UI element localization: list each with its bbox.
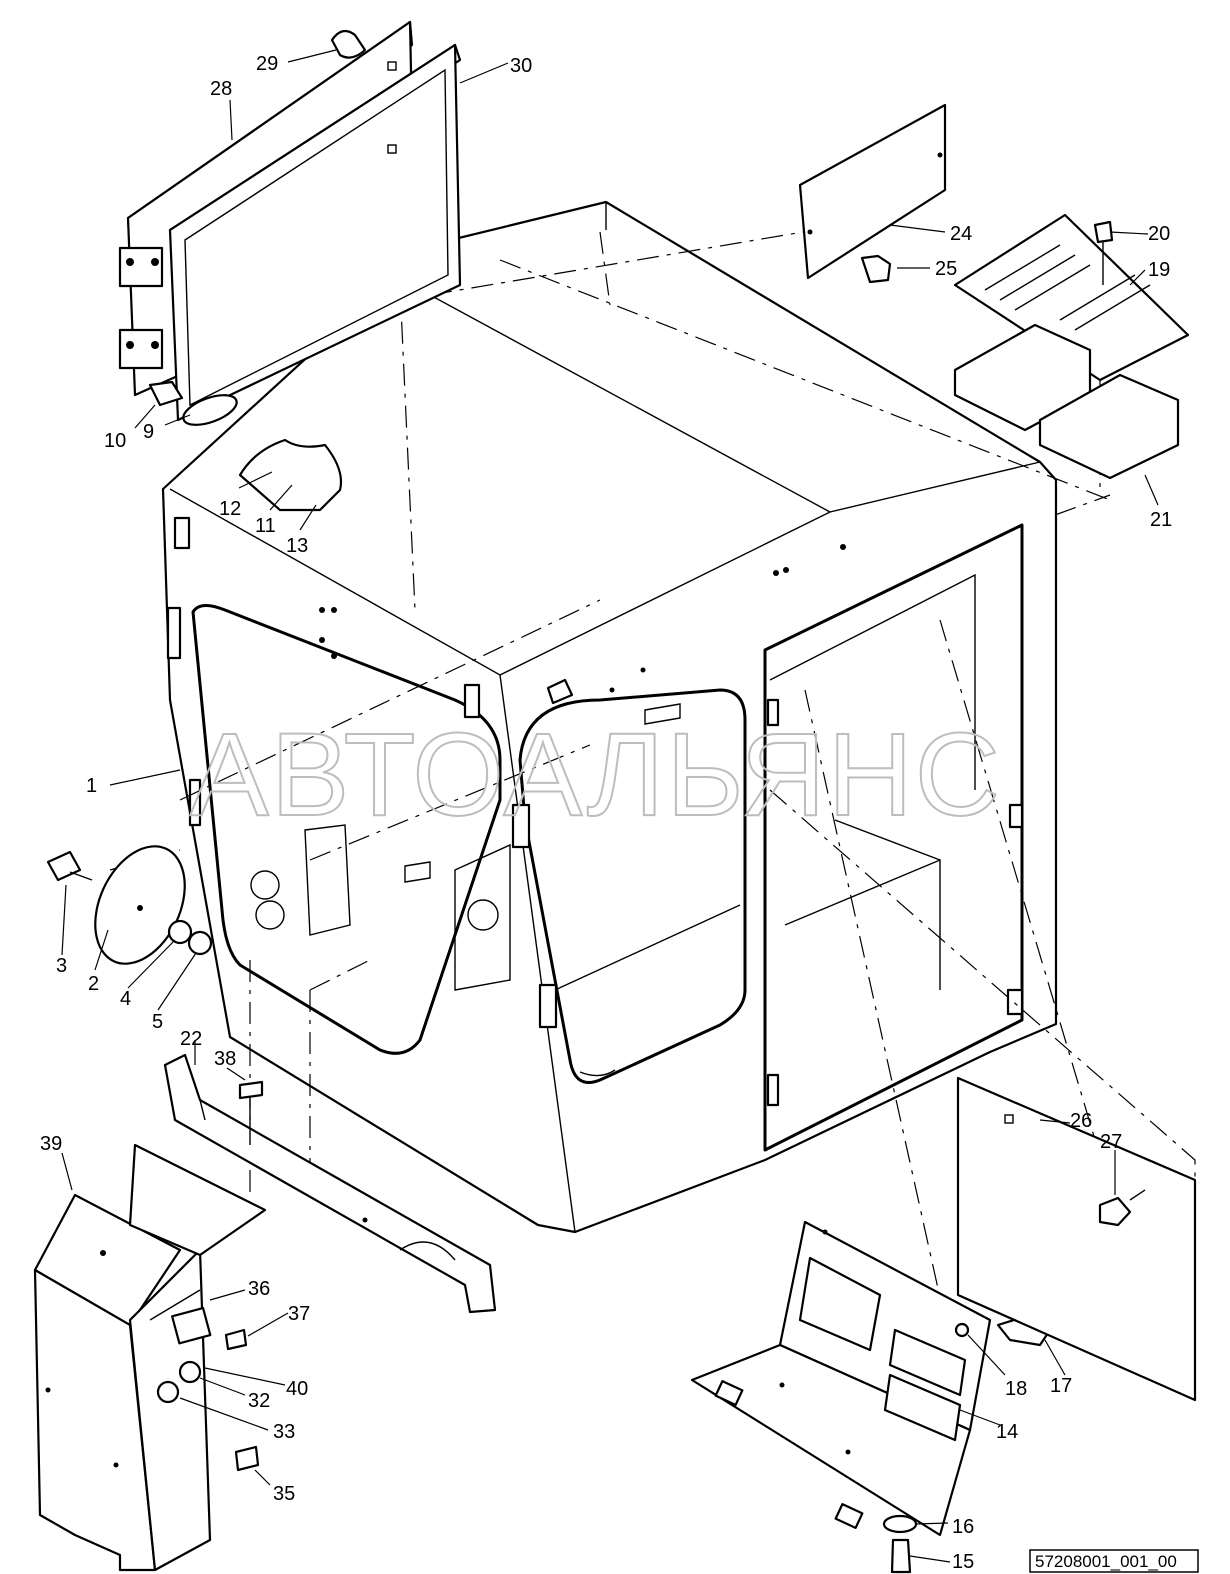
callout-2: 2 (88, 973, 99, 995)
bottom-rail (163, 1053, 497, 1314)
callout-33: 33 (273, 1421, 295, 1443)
callout-12: 12 (219, 498, 241, 520)
callout-1: 1 (86, 775, 97, 797)
callout-15: 15 (952, 1551, 974, 1573)
callout-16: 16 (952, 1516, 974, 1538)
callout-28: 28 (210, 78, 232, 100)
callout-21: 21 (1150, 509, 1172, 531)
callout-39: 39 (40, 1133, 62, 1155)
left-fasteners (46, 845, 213, 965)
callout-22: 22 (180, 1028, 202, 1050)
drawing-code: 57208001_001_00 (1029, 1549, 1199, 1573)
callout-14: 14 (996, 1421, 1018, 1443)
callout-labels: 29 30 28 10 9 12 11 13 24 25 20 19 21 1 … (40, 53, 1172, 1573)
callout-38: 38 (214, 1048, 236, 1070)
callout-18: 18 (1005, 1378, 1027, 1400)
callout-30: 30 (510, 55, 532, 77)
callout-9: 9 (143, 421, 154, 443)
callout-3: 3 (56, 955, 67, 977)
filter-group (953, 213, 1190, 480)
callout-32: 32 (248, 1390, 270, 1412)
callout-5: 5 (152, 1011, 163, 1033)
callout-24: 24 (950, 223, 972, 245)
left-console (33, 1143, 267, 1572)
callout-26: 26 (1070, 1110, 1092, 1132)
roof-cover-plate (798, 103, 947, 284)
callout-27: 27 (1100, 1131, 1122, 1153)
callout-25: 25 (935, 258, 957, 280)
callout-10: 10 (104, 430, 126, 452)
callout-20: 20 (1148, 223, 1170, 245)
callout-19: 19 (1148, 259, 1170, 281)
drawing-code-text: 57208001_001_00 (1035, 1552, 1177, 1571)
door-assembly (118, 20, 462, 426)
callout-11: 11 (255, 515, 276, 537)
callout-4: 4 (120, 988, 131, 1010)
right-console (690, 1220, 1052, 1574)
callout-35: 35 (273, 1483, 295, 1505)
callout-13: 13 (286, 535, 308, 557)
callout-29: 29 (256, 53, 278, 75)
watermark: АВТОАЛЬЯНС (190, 709, 1002, 841)
callout-36: 36 (248, 1278, 270, 1300)
callout-37: 37 (288, 1303, 310, 1325)
leader-lines (61, 49, 1159, 1563)
callout-40: 40 (286, 1378, 308, 1400)
side-panel (956, 1076, 1197, 1402)
callout-17: 17 (1050, 1375, 1072, 1397)
